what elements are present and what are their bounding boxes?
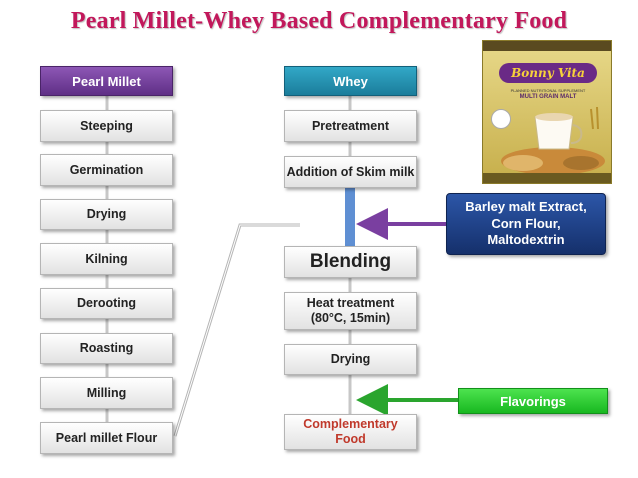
- heat-treatment-label: Heat treatment: [306, 296, 395, 310]
- step-blending: Blending: [284, 246, 417, 278]
- step-drying-millet: Drying: [40, 199, 173, 230]
- package-top-band: [483, 41, 611, 51]
- whey-header: Whey: [284, 66, 417, 96]
- flavorings-box: Flavorings: [458, 388, 608, 414]
- final-product-line1: Complementary: [303, 417, 398, 431]
- blend-feed-bar: [345, 188, 355, 246]
- step-germination: Germination: [40, 154, 173, 186]
- product-package-image: Bonny Vita PLANNED NUTRITIONAL SUPPLEMEN…: [482, 40, 612, 184]
- step-kilning: Kilning: [40, 243, 173, 275]
- step-derooting: Derooting: [40, 288, 173, 319]
- step-pearl-millet-flour: Pearl millet Flour: [40, 422, 173, 454]
- package-bottom-band: [483, 173, 611, 183]
- heat-treatment-conditions: (80°C, 15min): [310, 311, 391, 325]
- package-badge-icon: [491, 109, 511, 129]
- step-steeping: Steeping: [40, 110, 173, 142]
- flour-to-blend-line: [173, 223, 300, 437]
- step-addition-skim-milk: Addition of Skim milk: [284, 156, 417, 188]
- package-cup-illustration: [501, 106, 605, 175]
- final-product-line2: Food: [335, 432, 366, 446]
- step-roasting: Roasting: [40, 333, 173, 364]
- additive-barley-malt: Barley malt Extract,: [465, 198, 587, 214]
- pearl-millet-header: Pearl Millet: [40, 66, 173, 96]
- final-product-box: Complementary Food: [284, 414, 417, 450]
- package-brand-logo: Bonny Vita: [499, 63, 597, 83]
- step-drying-final: Drying: [284, 344, 417, 375]
- slide-title: Pearl Millet-Whey Based Complementary Fo…: [70, 8, 568, 34]
- additives-box: Barley malt Extract, Corn Flour, Maltode…: [446, 193, 606, 255]
- step-milling: Milling: [40, 377, 173, 409]
- additive-maltodextrin: Maltodextrin: [487, 232, 565, 248]
- package-subtitle: PLANNED NUTRITIONAL SUPPLEMENT: [510, 88, 586, 93]
- step-pretreatment: Pretreatment: [284, 110, 417, 142]
- package-product-name: MULTI GRAIN MALT: [519, 94, 577, 100]
- step-heat-treatment: Heat treatment (80°C, 15min): [284, 292, 417, 330]
- additive-corn-flour: Corn Flour,: [491, 215, 561, 231]
